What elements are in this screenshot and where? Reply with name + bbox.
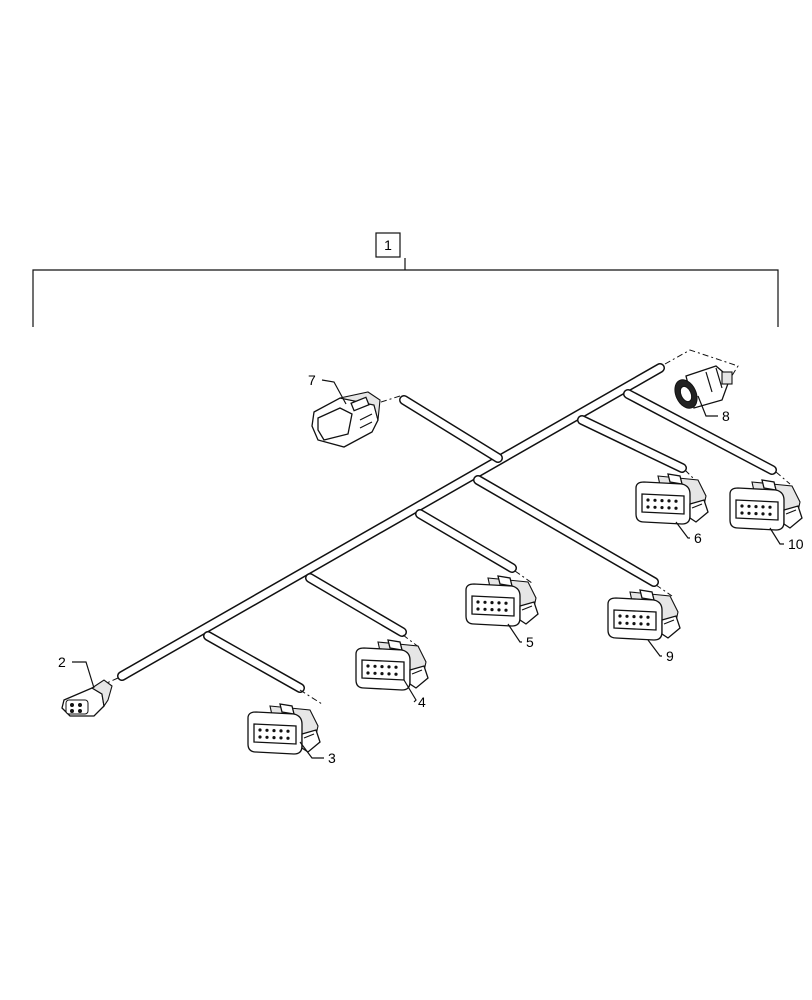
callout-6[interactable]: 6 [694,530,702,546]
callout-9[interactable]: 9 [666,648,674,664]
connector-7-dt-receptacle-icon[interactable] [311,391,381,448]
wire-branch-to-6 [577,415,687,473]
connector-6-12-pin-connector-icon[interactable] [635,473,709,525]
assembly-callout-label: 1 [384,237,392,253]
connector-10-12-pin-connector-icon[interactable] [729,479,803,531]
wire-branch-to-10 [623,389,777,475]
leader-lines [72,379,784,759]
connector-2-4-pin-plug-icon[interactable] [61,679,113,717]
wire-main-trunk [117,363,665,681]
connector-9-12-pin-connector-icon[interactable] [607,589,681,641]
harness-wires [117,363,777,693]
callout-labels: 2 3 4 5 6 7 8 9 10 [58,372,804,766]
callout-10[interactable]: 10 [788,536,804,552]
callout-4[interactable]: 4 [418,694,426,710]
callout-3[interactable]: 3 [328,750,336,766]
callout-5[interactable]: 5 [526,634,534,650]
connector-3-12-pin-connector-icon[interactable] [247,703,321,755]
connector-5-12-pin-connector-icon[interactable] [465,575,539,627]
assembly-callout-box[interactable]: 1 [375,232,401,258]
connector-8-round-connector-icon[interactable] [671,365,733,412]
wire-branch-to-3 [203,631,305,693]
callout-8[interactable]: 8 [722,408,730,424]
wire-branch-to-7 [399,395,503,463]
wire-branch-to-4 [305,573,407,637]
callout-2[interactable]: 2 [58,654,66,670]
assembly-bracket [32,258,779,327]
wire-branch-to-9 [473,475,659,587]
connector-4-12-pin-connector-icon[interactable] [355,639,429,691]
wire-branch-to-5 [415,509,517,573]
callout-7[interactable]: 7 [308,372,316,388]
